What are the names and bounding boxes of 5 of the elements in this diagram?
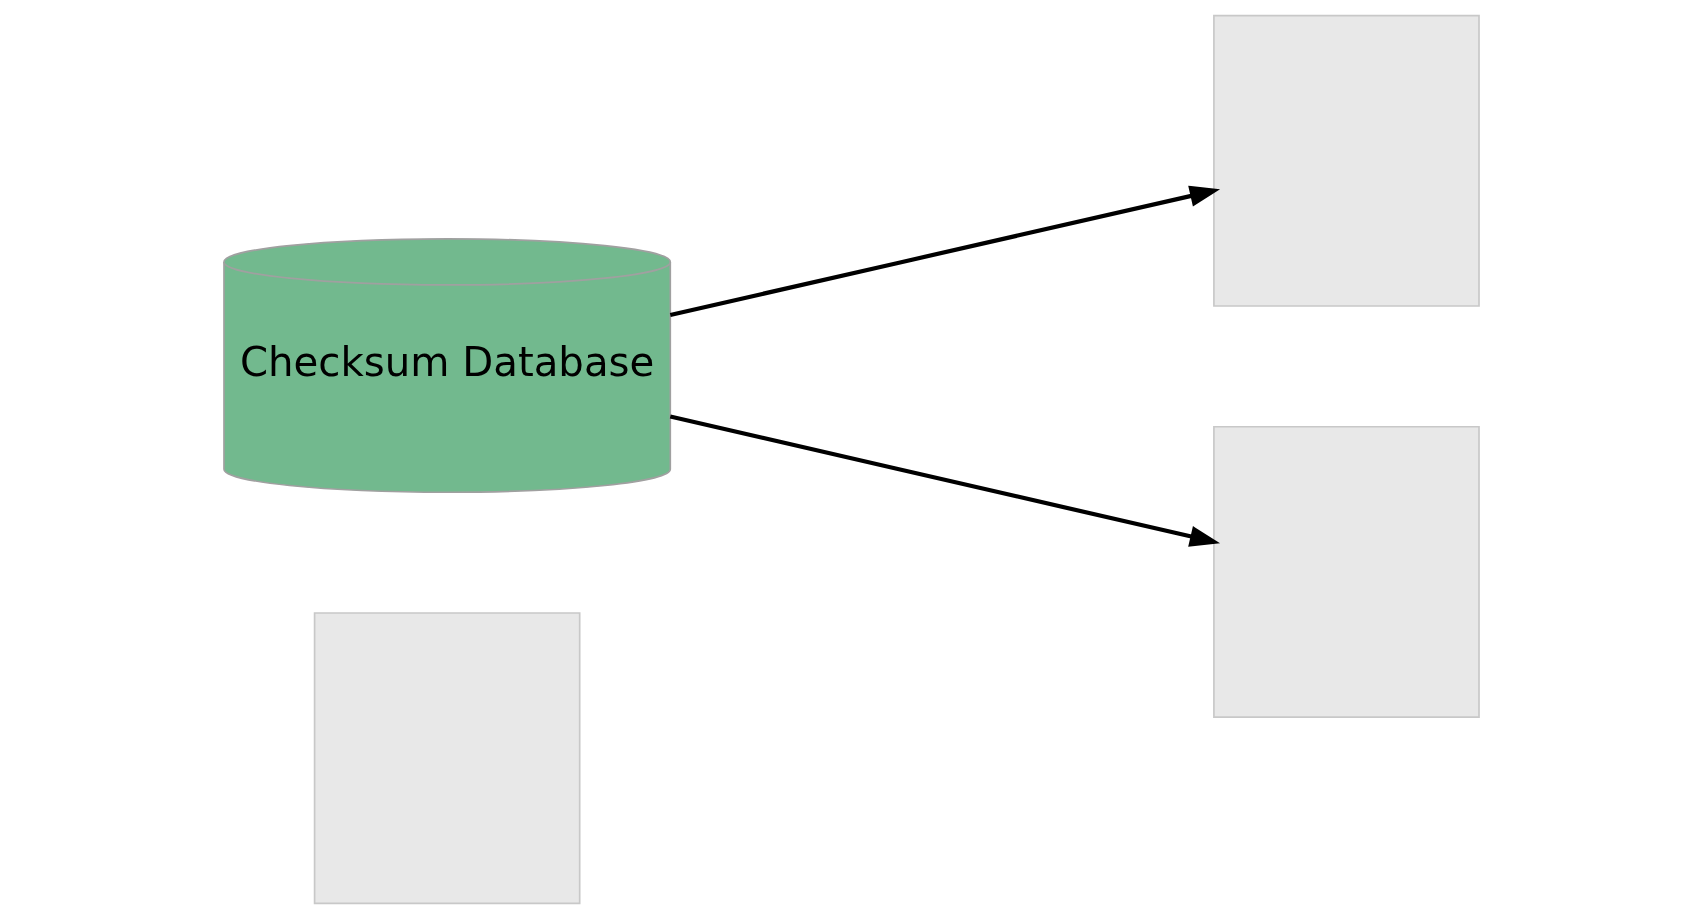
node-box (1212, 14, 1480, 307)
arrow (669, 185, 1220, 317)
node-box (1212, 425, 1480, 718)
arrow (669, 414, 1220, 547)
node-box (313, 611, 581, 904)
